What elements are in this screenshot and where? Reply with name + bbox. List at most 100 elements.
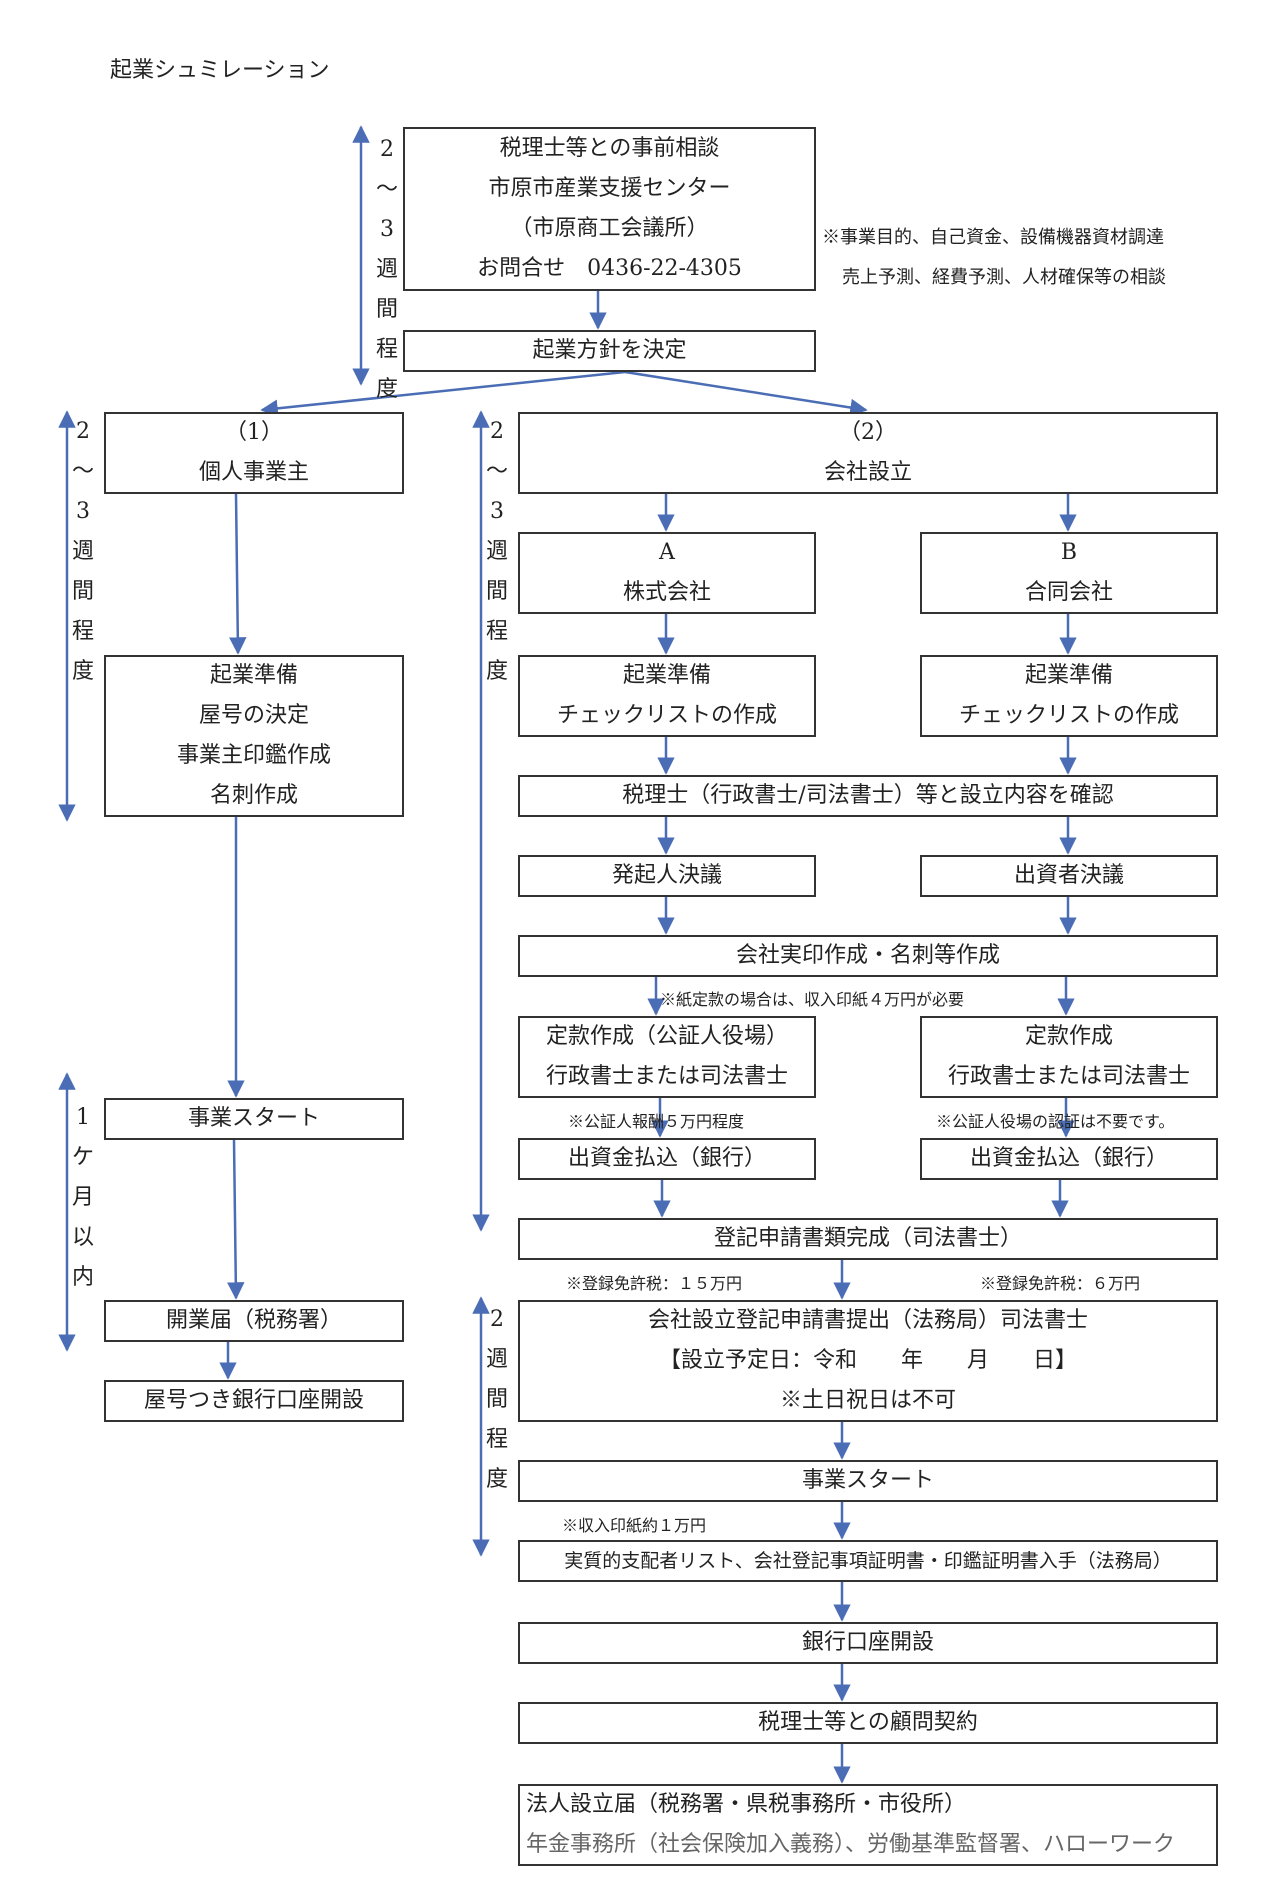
box-line: 屋号の決定 (198, 703, 309, 728)
box-line: 税理士等との事前相談 (499, 136, 720, 161)
box-line: 行政書士または司法書士 (947, 1064, 1190, 1089)
period-char: ケ (71, 1145, 94, 1170)
period-label: 2 ～ 3 週間程度 (374, 130, 400, 410)
period-char: 間 (485, 579, 508, 604)
period-char: 1 (76, 1105, 90, 1130)
box-seal: 会社実印作成・名刺等作成 (518, 935, 1218, 977)
box-line: 行政書士または司法書士 (545, 1064, 788, 1089)
period-char: 2 (490, 1307, 504, 1332)
box-line: 【設立予定日：令和 年 月 日】 (658, 1348, 1077, 1373)
period-char: 程 (71, 619, 94, 644)
box-prep-a: 起業準備チェックリストの作成 (518, 655, 816, 737)
page-title: 起業シュミレーション (110, 58, 330, 83)
note-stamp: ※紙定款の場合は、収入印紙４万円が必要 (660, 990, 965, 1009)
box-docs: 登記申請書類完成（司法書士） (518, 1218, 1218, 1260)
box-indiv-prep: 起業準備屋号の決定事業主印鑑作成名刺作成 (104, 655, 404, 817)
period-char: 2 (380, 137, 394, 162)
period-char: 3 (380, 217, 394, 242)
box-indiv: （1） 個人事業主 (104, 412, 404, 494)
box-line: A (659, 540, 675, 565)
period-char: 週 (71, 539, 94, 564)
box-line: （市原商工会議所） (510, 216, 709, 241)
period-char: 月 (71, 1185, 94, 1210)
box-line: 出資金払込（銀行） (969, 1146, 1168, 1171)
note-notary-a: ※公証人報酬５万円程度 (568, 1112, 745, 1131)
note-consult2: 売上予測、経費予測、人材確保等の相談 (842, 267, 1166, 288)
period-char: 2 (76, 419, 90, 444)
box-consult: 税理士等との事前相談市原市産業支援センター （市原商工会議所） お問合せ 0436-… (403, 127, 816, 291)
period-char: ～ (71, 459, 94, 484)
box-line: 市原市産業支援センター (488, 176, 731, 201)
box-shusshi: 出資者決議 (920, 855, 1218, 897)
box-line: 登記申請書類完成（司法書士） (713, 1226, 1022, 1251)
note-consult1: ※事業目的、自己資金、設備機器資材調達 (822, 227, 1164, 248)
box-line: （2） (839, 420, 897, 445)
box-line: 合同会社 (1024, 580, 1113, 605)
period-char: 程 (375, 337, 398, 362)
period-char: 週 (375, 257, 398, 282)
box-line: 会社設立 (823, 460, 912, 485)
note-tax-a: ※登録免許税：１５万円 (566, 1274, 743, 1293)
box-pay-a: 出資金払込（銀行） (518, 1138, 816, 1180)
box-line: チェックリストの作成 (958, 703, 1179, 728)
box-hokki: 発起人決議 (518, 855, 816, 897)
box-filing: 法人設立届（税務署・県税事務所・市役所） 年金事務所（社会保険加入義務）、労働基準… (518, 1784, 1218, 1866)
period-char: 度 (485, 659, 508, 684)
box-line: ※土日祝日は不可 (779, 1388, 956, 1413)
box-corp-bank: 銀行口座開設 (518, 1622, 1218, 1664)
box-line: 株式会社 (622, 580, 711, 605)
box-line: 会社設立登記申請書提出（法務局）司法書士 (647, 1308, 1088, 1333)
box-line: お問合せ 0436-22-4305 (477, 256, 742, 281)
period-char: 程 (485, 619, 508, 644)
box-certs: 実質的支配者リスト、会社登記事項証明書・印鑑証明書入手（法務局） (518, 1540, 1218, 1582)
box-line: 定款作成 (1024, 1024, 1113, 1049)
box-indiv-notice: 開業届（税務署） (104, 1300, 404, 1342)
period-char: 2 (490, 419, 504, 444)
box-registry: 会社設立登記申請書提出（法務局）司法書士【設立予定日：令和 年 月 日】 ※土日祝… (518, 1300, 1218, 1422)
box-line: 出資者決議 (1013, 863, 1124, 888)
period-char: 以 (71, 1225, 94, 1250)
period-char: 週 (485, 1347, 508, 1372)
box-pay-b: 出資金払込（銀行） (920, 1138, 1218, 1180)
box-line: チェックリストの作成 (556, 703, 777, 728)
box-line: 出資金払込（銀行） (567, 1146, 766, 1171)
period-char: 度 (375, 377, 398, 402)
box-line: 会社実印作成・名刺等作成 (735, 943, 1000, 968)
note-notary-b: ※公証人役場の認証は不要です。 (936, 1112, 1175, 1131)
flow-arrow (624, 370, 868, 417)
box-line: 年金事務所（社会保険加入義務）、労働基準監督署、ハローワーク (526, 1832, 1176, 1857)
box-line: 起業準備 (1024, 663, 1113, 688)
period-char: ～ (375, 177, 398, 202)
period-char: 3 (76, 499, 90, 524)
note-tax-b: ※登録免許税：６万円 (980, 1274, 1141, 1293)
period-char: 週 (485, 539, 508, 564)
box-teikan-b: 定款作成行政書士または司法書士 (920, 1016, 1218, 1098)
box-line: 定款作成（公証人役場） (545, 1024, 788, 1049)
box-line: 屋号つき銀行口座開設 (143, 1388, 364, 1413)
period-char: 間 (375, 297, 398, 322)
box-line: 起業準備 (209, 663, 298, 688)
flow-arrow (260, 370, 626, 418)
box-line: 法人設立届（税務署・県税事務所・市役所） (526, 1792, 967, 1817)
period-char: 程 (485, 1427, 508, 1452)
box-line: 銀行口座開設 (801, 1630, 934, 1655)
flow-arrow (229, 493, 247, 655)
box-line: 個人事業主 (198, 460, 309, 485)
period-char: 間 (71, 579, 94, 604)
box-line: 事業主印鑑作成 (176, 743, 331, 768)
box-line: 発起人決議 (611, 863, 722, 888)
box-confirm: 税理士（行政書士/司法書士）等と設立内容を確認 (518, 775, 1218, 817)
note-stamp2: ※収入印紙約１万円 (562, 1516, 707, 1535)
box-policy: 起業方針を決定 (403, 330, 816, 372)
box-corp-start: 事業スタート (518, 1460, 1218, 1502)
flow-arrow (227, 1139, 245, 1300)
box-line: （1） (225, 420, 283, 445)
box-line: 税理士等との顧問契約 (758, 1710, 978, 1735)
box-line: 事業スタート (801, 1468, 934, 1493)
